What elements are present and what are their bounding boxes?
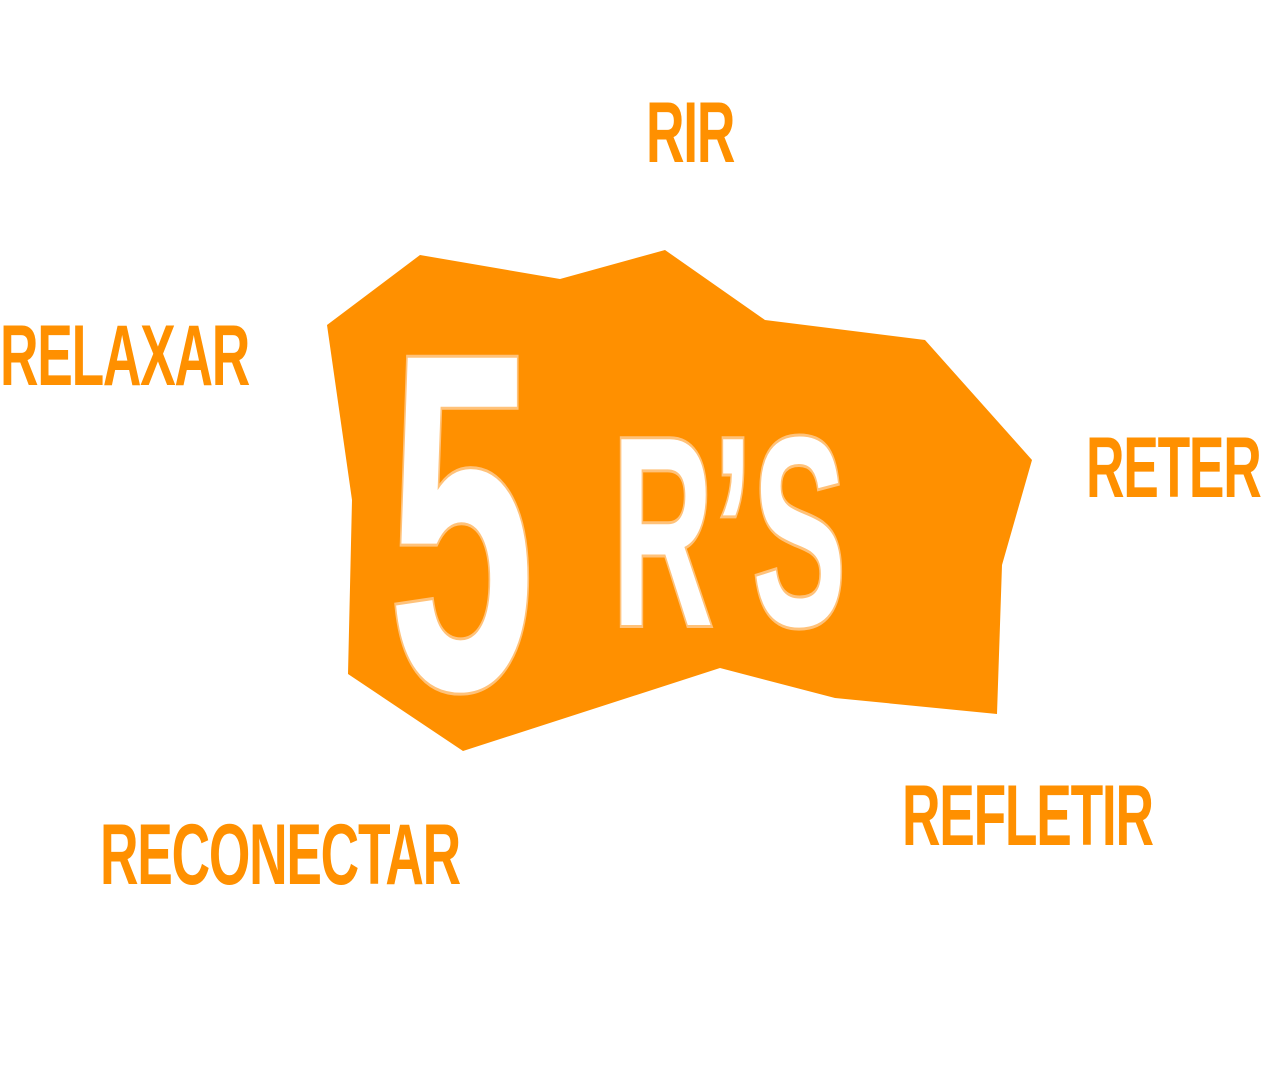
word-reconectar: RECONECTAR <box>100 807 461 903</box>
word-rir: RIR <box>646 85 735 181</box>
word-reter: RETER <box>1086 420 1262 516</box>
word-refletir: REFLETIR <box>902 768 1154 864</box>
word-relaxar: RELAXAR <box>0 308 250 404</box>
center-letters: R’S <box>612 380 846 682</box>
orange-blob-shape <box>327 250 1032 751</box>
center-numeral: 5 <box>388 254 535 791</box>
